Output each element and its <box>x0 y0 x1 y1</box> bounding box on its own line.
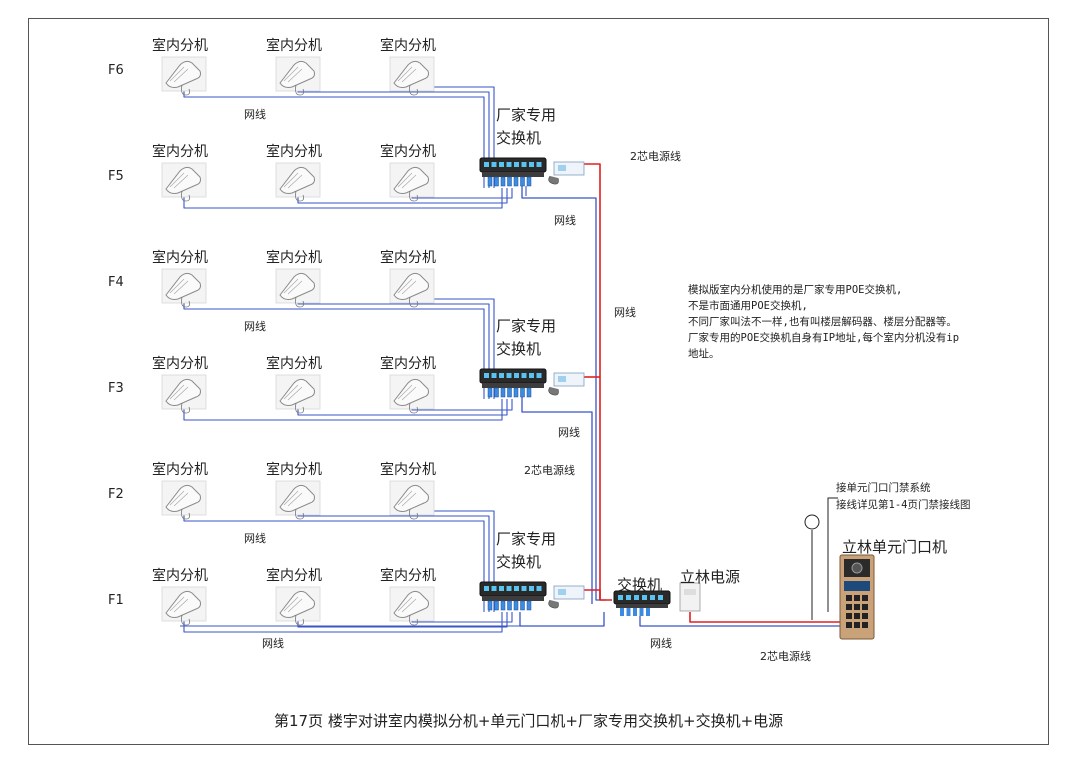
page-frame <box>28 18 1049 745</box>
indoor-unit-icon <box>161 374 207 414</box>
network-cable <box>297 188 508 204</box>
network-cable-label: 网线 <box>650 636 672 650</box>
power-cable <box>689 612 842 623</box>
indoor-unit-label: 室内分机 <box>152 143 208 160</box>
indoor-unit-label: 室内分机 <box>152 461 208 478</box>
vendor-switch-label: 交换机 <box>496 340 541 358</box>
indoor-unit-icon <box>389 480 435 520</box>
access-control-terminal-icon <box>804 514 820 530</box>
explanation-note-line: 不同厂家叫法不一样,也有叫楼层解码器、楼层分配器等。 <box>688 315 957 328</box>
network-cable-label: 网线 <box>558 425 580 439</box>
access-control-cable <box>827 497 838 612</box>
explanation-note-line: 地址。 <box>688 347 720 360</box>
switch-label: 交换机 <box>617 576 662 594</box>
indoor-unit-label: 室内分机 <box>152 567 208 584</box>
indoor-unit-label: 室内分机 <box>380 461 436 478</box>
floor-label-f5: F5 <box>108 169 124 184</box>
network-cable <box>183 89 485 188</box>
power-cable <box>584 589 612 601</box>
network-cable <box>639 616 680 627</box>
indoor-unit-icon <box>389 56 435 96</box>
power-supply-icon <box>679 582 701 612</box>
indoor-unit-icon <box>389 162 435 202</box>
indoor-unit-icon <box>389 268 435 308</box>
indoor-unit-icon <box>161 162 207 202</box>
indoor-unit-label: 室内分机 <box>266 143 322 160</box>
page-caption: 第17页 楼宇对讲室内模拟分机+单元门口机+厂家专用交换机+交换机+电源 <box>274 712 783 730</box>
vendor-switch-label: 交换机 <box>496 553 541 571</box>
explanation-note-line: 厂家专用的POE交换机自身有IP地址,每个室内分机没有ip <box>688 331 959 344</box>
vendor-switch-label: 交换机 <box>496 129 541 147</box>
network-cable <box>183 513 485 612</box>
vendor-switch-label: 厂家专用 <box>496 106 556 124</box>
indoor-unit-icon <box>161 268 207 308</box>
indoor-unit-label: 室内分机 <box>266 355 322 372</box>
floor-label-f1: F1 <box>108 593 124 608</box>
indoor-unit-label: 室内分机 <box>380 355 436 372</box>
vendor-switch-label: 厂家专用 <box>496 530 556 548</box>
indoor-unit-label: 室内分机 <box>266 37 322 54</box>
indoor-unit-icon <box>275 56 321 96</box>
power-adapter-icon <box>548 372 585 396</box>
indoor-unit-icon <box>161 586 207 626</box>
vendor-switch-icon <box>479 368 585 398</box>
floor-label-f2: F2 <box>108 487 124 502</box>
network-cable-label: 网线 <box>262 636 284 650</box>
power-adapter-icon <box>548 161 585 185</box>
door-station-icon <box>839 554 875 640</box>
indoor-unit-label: 室内分机 <box>266 461 322 478</box>
network-cable-label: 网线 <box>614 305 636 319</box>
indoor-unit-icon <box>275 162 321 202</box>
indoor-unit-icon <box>275 268 321 308</box>
vendor-switch-icon <box>479 157 585 187</box>
door-station-label: 立林单元门口机 <box>842 538 947 556</box>
indoor-unit-label: 室内分机 <box>380 567 436 584</box>
network-cable <box>521 397 593 604</box>
switch-icon <box>613 590 671 616</box>
network-cable-label: 网线 <box>554 213 576 227</box>
network-cable <box>297 612 508 628</box>
indoor-unit-icon <box>389 374 435 414</box>
explanation-note-line: 模拟版室内分机使用的是厂家专用POE交换机, <box>688 283 902 296</box>
indoor-unit-icon <box>161 480 207 520</box>
floor-label-f3: F3 <box>108 381 124 396</box>
vendor-switch-label: 厂家专用 <box>496 317 556 335</box>
network-cable-label: 网线 <box>244 531 266 545</box>
indoor-unit-icon <box>161 56 207 96</box>
indoor-unit-icon <box>275 586 321 626</box>
power-cable <box>584 163 601 600</box>
power-cable-label: 2芯电源线 <box>524 463 575 477</box>
network-cable <box>183 301 485 399</box>
network-cable <box>519 612 605 627</box>
indoor-unit-label: 室内分机 <box>380 37 436 54</box>
indoor-unit-label: 室内分机 <box>152 355 208 372</box>
indoor-unit-icon <box>389 586 435 626</box>
indoor-unit-icon <box>275 480 321 520</box>
network-cable-label: 网线 <box>244 107 266 121</box>
power-supply-label: 立林电源 <box>680 568 740 586</box>
network-cable-label: 网线 <box>244 319 266 333</box>
power-cable-label: 2芯电源线 <box>760 649 811 663</box>
vendor-switch-icon <box>479 581 585 611</box>
indoor-unit-label: 室内分机 <box>380 143 436 160</box>
indoor-unit-label: 室内分机 <box>152 249 208 266</box>
floor-label-f6: F6 <box>108 63 124 78</box>
explanation-note-line: 不是市面通用POE交换机, <box>688 299 808 312</box>
access-control-note: 接单元门口门禁系统 <box>836 481 931 494</box>
indoor-unit-label: 室内分机 <box>152 37 208 54</box>
network-cable <box>297 399 508 416</box>
power-cable-label: 2芯电源线 <box>630 149 681 163</box>
indoor-unit-icon <box>275 374 321 414</box>
indoor-unit-label: 室内分机 <box>266 567 322 584</box>
access-control-note: 接线详见第1-4页门禁接线图 <box>836 498 970 511</box>
power-adapter-icon <box>548 585 585 609</box>
floor-label-f4: F4 <box>108 275 124 290</box>
indoor-unit-label: 室内分机 <box>380 249 436 266</box>
indoor-unit-label: 室内分机 <box>266 249 322 266</box>
